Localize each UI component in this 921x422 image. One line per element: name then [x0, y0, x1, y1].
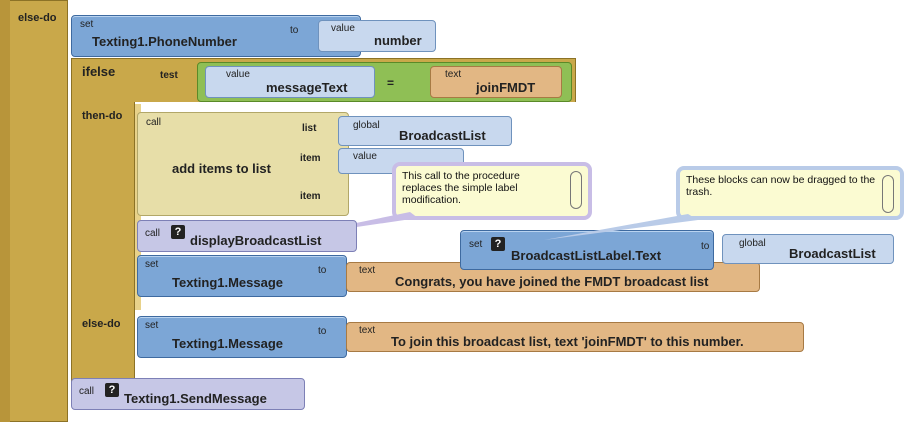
set-keyword: set — [145, 320, 159, 331]
procedure-name: displayBroadcastList — [190, 233, 322, 248]
to-keyword: to — [290, 25, 299, 36]
item2-keyword: item — [300, 191, 321, 202]
value-name: number — [374, 33, 422, 48]
procedure-name: Texting1.SendMessage — [124, 391, 267, 406]
to-keyword: to — [701, 241, 710, 252]
test-label: test — [160, 70, 178, 81]
comment-text: This call to the procedure replaces the … — [402, 170, 520, 206]
inner-else-do-label: else-do — [82, 318, 121, 330]
global-name: BroadcastList — [789, 246, 876, 261]
set-component-name: Texting1.Message — [172, 275, 284, 290]
set-keyword: set — [80, 19, 94, 30]
value-keyword: value — [331, 23, 355, 34]
set-keyword: set — [145, 259, 159, 270]
value-keyword: value — [226, 69, 250, 80]
then-do-label: then-do — [82, 110, 123, 122]
set-component-name: Texting1.Message — [172, 336, 284, 351]
to-keyword: to — [318, 326, 327, 337]
set-message-then-block[interactable]: set Texting1.Message to — [137, 255, 347, 297]
item1-keyword: item — [300, 153, 321, 164]
set-message-else-block[interactable]: set Texting1.Message to — [137, 316, 347, 358]
text-keyword: text — [359, 325, 376, 336]
set-keyword: set — [469, 239, 483, 250]
call-send-message-block[interactable]: call ? Texting1.SendMessage — [71, 378, 305, 410]
help-icon[interactable]: ? — [491, 237, 505, 251]
value-name: messageText — [266, 80, 348, 95]
list-keyword: list — [302, 123, 317, 134]
set-phone-number-block[interactable]: set Texting1.PhoneNumber to — [71, 15, 361, 57]
comment-bubble-trash[interactable]: These blocks can now be dragged to the t… — [676, 166, 904, 220]
global-keyword: global — [353, 120, 380, 131]
comment-scrollbar[interactable] — [882, 175, 894, 213]
help-icon[interactable]: ? — [105, 383, 119, 397]
text-keyword: text — [359, 265, 376, 276]
add-items-title: add items to list — [172, 161, 271, 176]
ifelse-label: ifelse — [82, 64, 116, 79]
outer-left-stripe — [0, 0, 10, 422]
value-messagetext-block[interactable]: value messageText — [205, 66, 375, 98]
ifelse-block[interactable] — [71, 58, 135, 400]
help-icon[interactable]: ? — [171, 225, 185, 239]
text-joinfmdt-block[interactable]: text joinFMDT — [430, 66, 562, 98]
value-number-block[interactable]: value number — [318, 20, 436, 52]
add-items-to-list-block[interactable]: call add items to list list item item — [137, 112, 349, 216]
comment-connector — [544, 214, 698, 240]
global-broadcastlist-block[interactable]: global BroadcastList — [338, 116, 512, 146]
global-name: BroadcastList — [399, 128, 486, 143]
text-value: joinFMDT — [476, 80, 536, 95]
set-component-name: Texting1.PhoneNumber — [92, 34, 237, 49]
comment-text: These blocks can now be dragged to the t… — [686, 174, 876, 198]
to-keyword: to — [318, 265, 327, 276]
equals-operator: = — [387, 76, 395, 90]
set-component-name: BroadcastListLabel.Text — [511, 248, 662, 263]
call-keyword: call — [145, 228, 161, 239]
value-keyword: value — [353, 151, 377, 162]
floating-set-label-block[interactable]: set ? BroadcastListLabel.Text to — [460, 230, 714, 270]
text-value: Congrats, you have joined the FMDT broad… — [395, 274, 709, 289]
call-display-broadcastlist-block[interactable]: call ? displayBroadcastList — [137, 220, 357, 252]
outer-else-do-block[interactable] — [0, 0, 68, 422]
global-keyword: global — [739, 238, 766, 249]
global-broadcastlist-floating-block[interactable]: global BroadcastList — [722, 234, 894, 264]
comment-bubble-procedure[interactable]: This call to the procedure replaces the … — [392, 162, 592, 220]
text-value: To join this broadcast list, text 'joinF… — [391, 334, 744, 349]
call-keyword: call — [146, 117, 162, 128]
comment-scrollbar[interactable] — [570, 171, 582, 209]
text-join-instructions-block[interactable]: text To join this broadcast list, text '… — [346, 322, 804, 352]
text-keyword: text — [445, 69, 462, 80]
outer-else-do-label: else-do — [18, 12, 57, 24]
call-keyword: call — [79, 386, 95, 397]
